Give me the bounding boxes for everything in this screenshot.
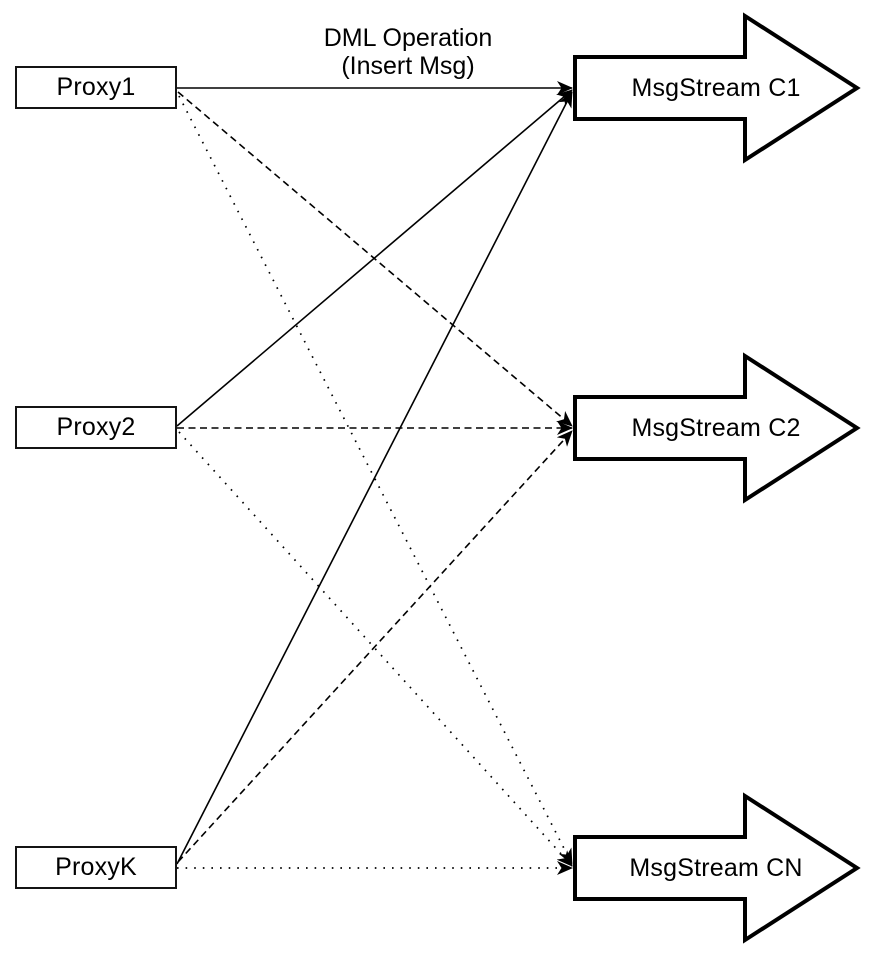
edge-annotation-line2: (Insert Msg) — [341, 52, 475, 80]
node-proxy2: Proxy2 — [15, 406, 177, 449]
edge-proxy1-to-cn — [178, 95, 573, 865]
edge-proxyk-to-c2 — [177, 430, 573, 863]
node-proxyk-label: ProxyK — [55, 853, 137, 881]
msgstream-c1-arrow-shape — [573, 12, 861, 164]
node-proxyk: ProxyK — [15, 846, 177, 889]
edge-proxy1-to-c2 — [177, 91, 573, 427]
node-proxy1-label: Proxy1 — [56, 73, 136, 101]
msgstream-c2-arrow-shape — [573, 352, 861, 504]
edge-proxy2-to-cn — [178, 431, 573, 867]
edge-annotation-line1: DML Operation — [323, 24, 493, 52]
msgstream-cn-arrow-shape — [573, 792, 861, 944]
node-proxy1: Proxy1 — [15, 66, 177, 109]
node-proxy2-label: Proxy2 — [56, 413, 136, 441]
edge-annotation: DML Operation (Insert Msg) — [283, 24, 533, 80]
edge-proxyk-to-c1 — [176, 91, 573, 865]
